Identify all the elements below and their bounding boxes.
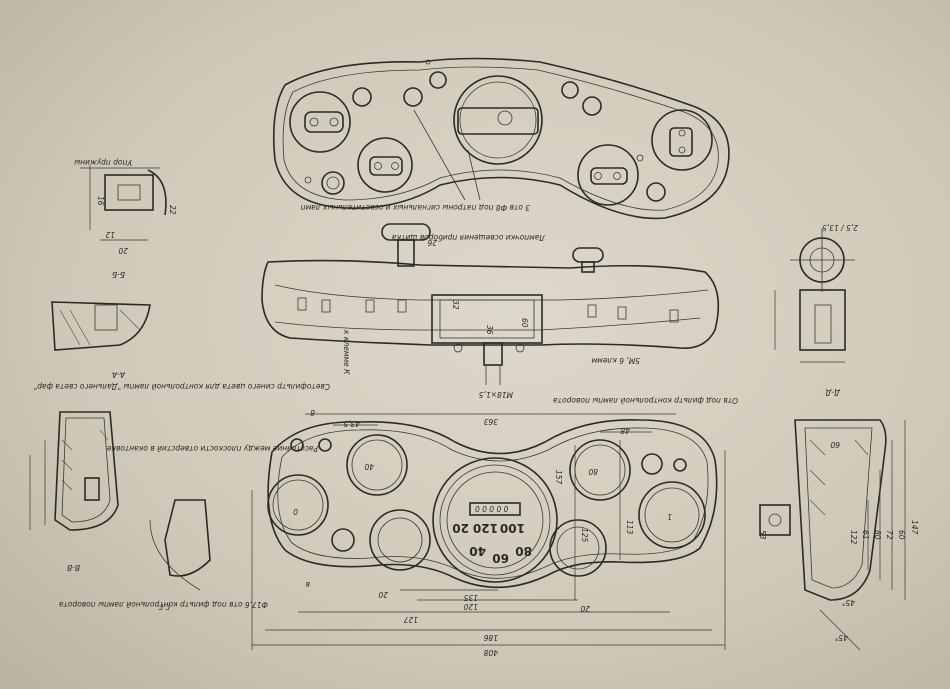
label-ground: к клемме К bbox=[342, 330, 351, 375]
gauge-left-40: 40 bbox=[364, 462, 374, 471]
dim-53: 53 bbox=[758, 530, 767, 540]
label-side-right: 2,5 / 13,5 bbox=[822, 223, 858, 232]
dim-122: 122 bbox=[849, 530, 858, 545]
dim-127: 127 bbox=[403, 615, 418, 624]
dim-125: 125 bbox=[580, 528, 589, 543]
speedo-tick-60: 60 bbox=[492, 551, 509, 565]
dim-408: 408 bbox=[483, 648, 498, 657]
dim-113: 113 bbox=[625, 520, 634, 535]
label-blue-filter: Светофильтр синего цвета для контрольной… bbox=[34, 382, 330, 391]
section-dd: Д-Д 2,5 / 13,5 bbox=[774, 223, 858, 397]
dim-8: 8 bbox=[310, 408, 315, 417]
label-distance-plane: Расстояние между плоскости отверстий в о… bbox=[106, 444, 318, 453]
dim-36: 36 bbox=[485, 325, 494, 335]
dim-80: 80 bbox=[873, 530, 882, 540]
section-gg: Г-Г bbox=[149, 499, 211, 611]
gauge-right-80: 80 bbox=[588, 467, 598, 476]
dim-60-top: 60 bbox=[830, 440, 840, 449]
dim-135: 135 bbox=[463, 593, 478, 602]
dim-angle-2: 45° bbox=[834, 633, 848, 642]
dim-186: 186 bbox=[483, 633, 498, 642]
section-bb: Б-Б Упор пружины 16 20 12 22 bbox=[74, 158, 177, 279]
dim-147: 147 bbox=[910, 520, 919, 535]
dim-left-12: 12 bbox=[105, 230, 115, 239]
label-spring-stop: Упор пружины bbox=[74, 158, 132, 167]
speedo-tick-80: 80 bbox=[515, 544, 532, 558]
section-dd-label: Д-Д bbox=[825, 388, 841, 397]
dim-363: 363 bbox=[483, 417, 498, 426]
dim-48: 48 bbox=[620, 426, 630, 435]
section-bb-label: Б-Б bbox=[112, 270, 125, 279]
label-hole-right: Отв под фильтр контрольной лампы поворот… bbox=[553, 396, 738, 405]
speedo-tick-40: 40 bbox=[469, 544, 486, 558]
dim-angle-1: 45° bbox=[841, 598, 855, 607]
speedo-tick-100: 100 bbox=[500, 521, 525, 535]
section-vv: В-В bbox=[29, 411, 119, 572]
gauge-far-right-1: 1 bbox=[667, 512, 672, 521]
dim-v: в bbox=[306, 580, 310, 589]
section-aa: А-А bbox=[51, 301, 151, 379]
dim-26: 26 bbox=[427, 238, 437, 247]
note-lamp-holes: 3 отв Ф8 под патроны сигнальных и освети… bbox=[301, 203, 530, 212]
note-lamps: Лампочки освещения приборов щитка bbox=[392, 233, 546, 242]
dim-20-right: 20 bbox=[580, 604, 590, 613]
section-vv-label: В-В bbox=[67, 563, 80, 572]
dim-60: 60 bbox=[520, 318, 529, 328]
front-view: 20 40 60 80 100 120 0 0 0 0 0 40 80 0 1 … bbox=[34, 382, 738, 657]
dim-60-right: 60 bbox=[897, 530, 906, 540]
speedo-tick-20: 20 bbox=[452, 521, 469, 535]
label-clamps: 5М, 6 клемм bbox=[591, 356, 640, 365]
section-aa-label: А-А bbox=[112, 370, 126, 379]
middle-view: Лампочки освещения приборов щитка 5М, 6 … bbox=[261, 223, 720, 399]
dim-72: 72 bbox=[885, 530, 894, 540]
dim-left-16: 16 bbox=[96, 196, 105, 206]
odometer: 0 0 0 0 0 bbox=[475, 505, 509, 514]
dim-left-22: 22 bbox=[168, 205, 177, 215]
section-right-profile: 147 60 72 80 61 122 60 53 45° 45° bbox=[758, 419, 919, 651]
top-view: 3 отв Ф8 под патроны сигнальных и освети… bbox=[272, 57, 730, 220]
dim-120: 120 bbox=[463, 602, 478, 611]
section-gg-label: Г-Г bbox=[158, 602, 170, 611]
dim-61: 61 bbox=[861, 530, 870, 540]
dim-157: 157 bbox=[554, 470, 563, 485]
gauge-far-left-0: 0 bbox=[293, 507, 298, 516]
dim-32: 32 bbox=[451, 300, 460, 310]
speedo-tick-120: 120 bbox=[473, 521, 498, 535]
dim-left-20: 20 bbox=[118, 246, 128, 255]
label-hole-left: Ф17,6 отв под фильтр контрольной лампы п… bbox=[58, 600, 268, 609]
label-thread: М18×1,5 bbox=[479, 390, 513, 399]
dim-43-5: 43,5 bbox=[343, 419, 360, 428]
dim-20-left: 20 bbox=[378, 590, 388, 599]
